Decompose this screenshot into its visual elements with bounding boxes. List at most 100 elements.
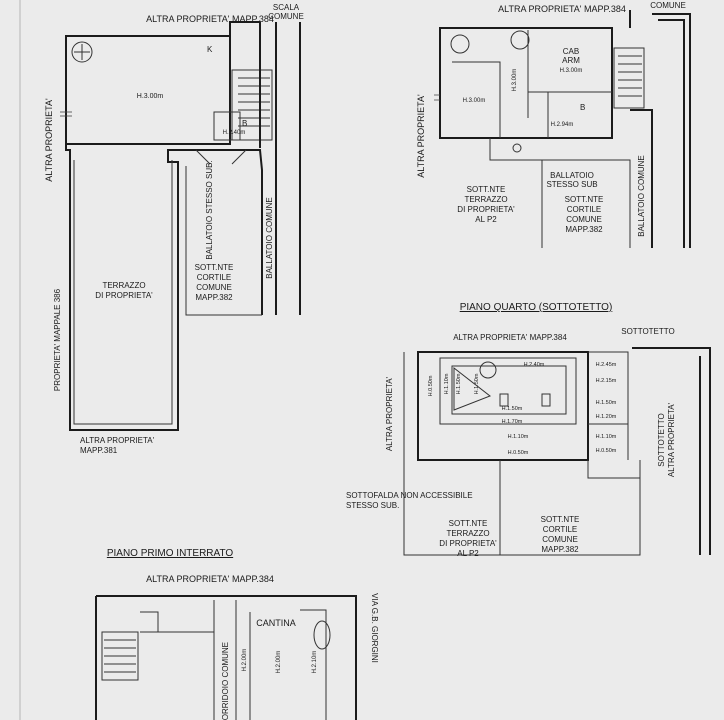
q-right-wall	[632, 347, 711, 555]
label-h110-c: H.1.10m	[596, 434, 617, 440]
label-sott-3: COMUNE	[196, 283, 232, 292]
label-sottofalda-2: STESSO SUB.	[346, 501, 399, 510]
label-q-terr-4: AL P2	[457, 549, 479, 558]
label-tr-terr-4: AL P2	[475, 215, 497, 224]
scala-comune-walls	[229, 21, 301, 315]
i-stair	[101, 631, 139, 681]
label-tr-comune: COMUNE	[650, 1, 686, 10]
label-h170: H.1.70m	[502, 419, 523, 425]
label-via: VIA G.B. GIORGINI	[370, 593, 379, 663]
label-sott-2: CORTILE	[197, 273, 232, 282]
label-q-cort-4: MAPP.382	[541, 545, 579, 554]
label-sott-4: MAPP.382	[195, 293, 233, 302]
label-h245: H.2.45m	[596, 362, 617, 368]
label-bottom-altra-2: MAPP.381	[80, 446, 118, 455]
label-b-b: B	[580, 103, 585, 112]
label-sott-1: SOTT.NTE	[195, 263, 234, 272]
room-block-right	[439, 27, 613, 139]
label-h150-d: H.1.50m	[596, 400, 617, 406]
label-h294: H.2.94m	[551, 122, 574, 128]
label-mappale-386: PROPRIETA' MAPPALE 386	[53, 288, 62, 391]
label-ballatoio-comune-b: BALLATOIO COMUNE	[637, 155, 646, 237]
label-q-right-1: SOTTOTETTO	[657, 413, 666, 466]
label-h300-a: H.3.00m	[137, 93, 164, 100]
plan-piano-interrato: PIANO PRIMO INTERRATO ALTRA PROPRIETA' M…	[95, 548, 379, 720]
label-h050-a: H.0.50m	[428, 375, 434, 396]
label-cantina: CANTINA	[256, 618, 296, 628]
label-h050-c: H.0.50m	[596, 448, 617, 454]
label-h150-b: H.1.50m	[474, 373, 480, 394]
label-tr-left-altra: ALTRA PROPRIETA'	[416, 94, 426, 178]
label-q-terr-3: DI PROPRIETA'	[439, 539, 497, 548]
label-h200: H.2.00m	[242, 649, 248, 672]
label-tr-terr-2: TERRAZZO	[464, 195, 507, 204]
label-tr-terr-1: SOTT.NTE	[467, 185, 506, 194]
label-i-top-altra: ALTRA PROPRIETA' MAPP.384	[146, 574, 274, 584]
label-q-top-altra: ALTRA PROPRIETA' MAPP.384	[453, 333, 567, 342]
label-b-a: B	[242, 119, 247, 128]
label-h150-c: H.1.50m	[502, 406, 523, 412]
label-tr-cort-4: MAPP.382	[565, 225, 603, 234]
label-h300-b: H.3.00m	[560, 68, 583, 74]
label-ballatoio-stesso: BALLATOIO STESSO SUB.	[205, 160, 214, 259]
label-q-cort-3: COMUNE	[542, 535, 578, 544]
label-h150-a: H.1.50m	[456, 373, 462, 394]
label-ballatoio-b-1: BALLATOIO	[550, 171, 594, 180]
label-h110-a: H.1.10m	[444, 373, 450, 394]
label-ballatoio-comune: BALLATOIO COMUNE	[265, 197, 274, 279]
label-left-altra: ALTRA PROPRIETA'	[44, 98, 54, 182]
label-q-cort-2: CORTILE	[543, 525, 578, 534]
label-tr-cort-1: SOTT.NTE	[565, 195, 604, 204]
plan-piano-quarto: PIANO QUARTO (SOTTOTETTO) ALTRA PROPRIET…	[346, 302, 711, 558]
stair-right	[613, 47, 645, 109]
label-h050-b: H.0.50m	[508, 450, 529, 456]
label-k: K	[207, 45, 213, 54]
label-q-terr-2: TERRAZZO	[446, 529, 489, 538]
label-terrazzo-1: TERRAZZO	[102, 281, 145, 290]
label-tr-cort-3: COMUNE	[566, 215, 602, 224]
label-cab-1: CAB	[563, 47, 579, 56]
stair-left	[231, 69, 273, 141]
label-tr-top-altra: ALTRA PROPRIETA' MAPP.384	[498, 4, 626, 14]
label-q-left-altra: ALTRA PROPRIETA'	[385, 376, 394, 451]
label-h110-b: H.1.10m	[508, 434, 529, 440]
label-tr-terr-3: DI PROPRIETA'	[457, 205, 515, 214]
label-q-terr-1: SOTT.NTE	[449, 519, 488, 528]
room-main-left	[65, 35, 231, 145]
label-top-altra: ALTRA PROPRIETA' MAPP.384	[146, 14, 274, 24]
label-q-sottotetto: SOTTOTETTO	[621, 327, 674, 336]
label-corridoio: CORRIDOIO COMUNE	[221, 642, 230, 720]
spiral-stair-right-a	[450, 34, 470, 54]
i-outer-wall	[95, 595, 357, 720]
spiral-stair-left	[71, 41, 93, 63]
label-h120: H.1.20m	[596, 414, 617, 420]
label-scala: SCALA	[273, 3, 300, 12]
plan-top-left: ALTRA PROPRIETA' MAPP.384 SCALA COMUNE A…	[44, 3, 304, 455]
q-stair-tri	[453, 366, 492, 411]
label-sottofalda-1: SOTTOFALDA NON ACCESSIBILE	[346, 491, 473, 500]
label-h300-c: H.3.00m	[463, 98, 486, 104]
label-tr-cort-2: CORTILE	[567, 205, 602, 214]
label-ballatoio-b-2: STESSO SUB	[546, 180, 597, 189]
label-h200-b: H.2.00m	[276, 651, 282, 674]
label-h240: H.2.40m	[524, 362, 545, 368]
q-spiral-stair	[479, 361, 497, 379]
title-piano-quarto: PIANO QUARTO (SOTTOTETTO)	[460, 302, 613, 313]
label-comune: COMUNE	[268, 12, 304, 21]
label-terrazzo-2: DI PROPRIETA'	[95, 291, 153, 300]
label-q-cort-1: SOTT.NTE	[541, 515, 580, 524]
ballatoio-comune-walls	[629, 10, 691, 248]
label-cab-2: ARM	[562, 56, 580, 65]
label-h215: H.2.15m	[596, 378, 617, 384]
plan-top-right: ALTRA PROPRIETA' MAPP.384 COMUNE ALTRA P…	[416, 1, 691, 248]
spiral-stair-right-b	[510, 30, 530, 50]
label-h300-d: H.3.00m	[512, 69, 518, 92]
label-bottom-altra-1: ALTRA PROPRIETA'	[80, 436, 155, 445]
label-h240-a: H.2.40m	[223, 130, 246, 136]
bathroom-left	[213, 111, 241, 141]
label-q-right-2: ALTRA PROPRIETA'	[667, 402, 676, 477]
terrace-outline	[65, 144, 263, 431]
label-h210: H.2.10m	[312, 651, 318, 674]
